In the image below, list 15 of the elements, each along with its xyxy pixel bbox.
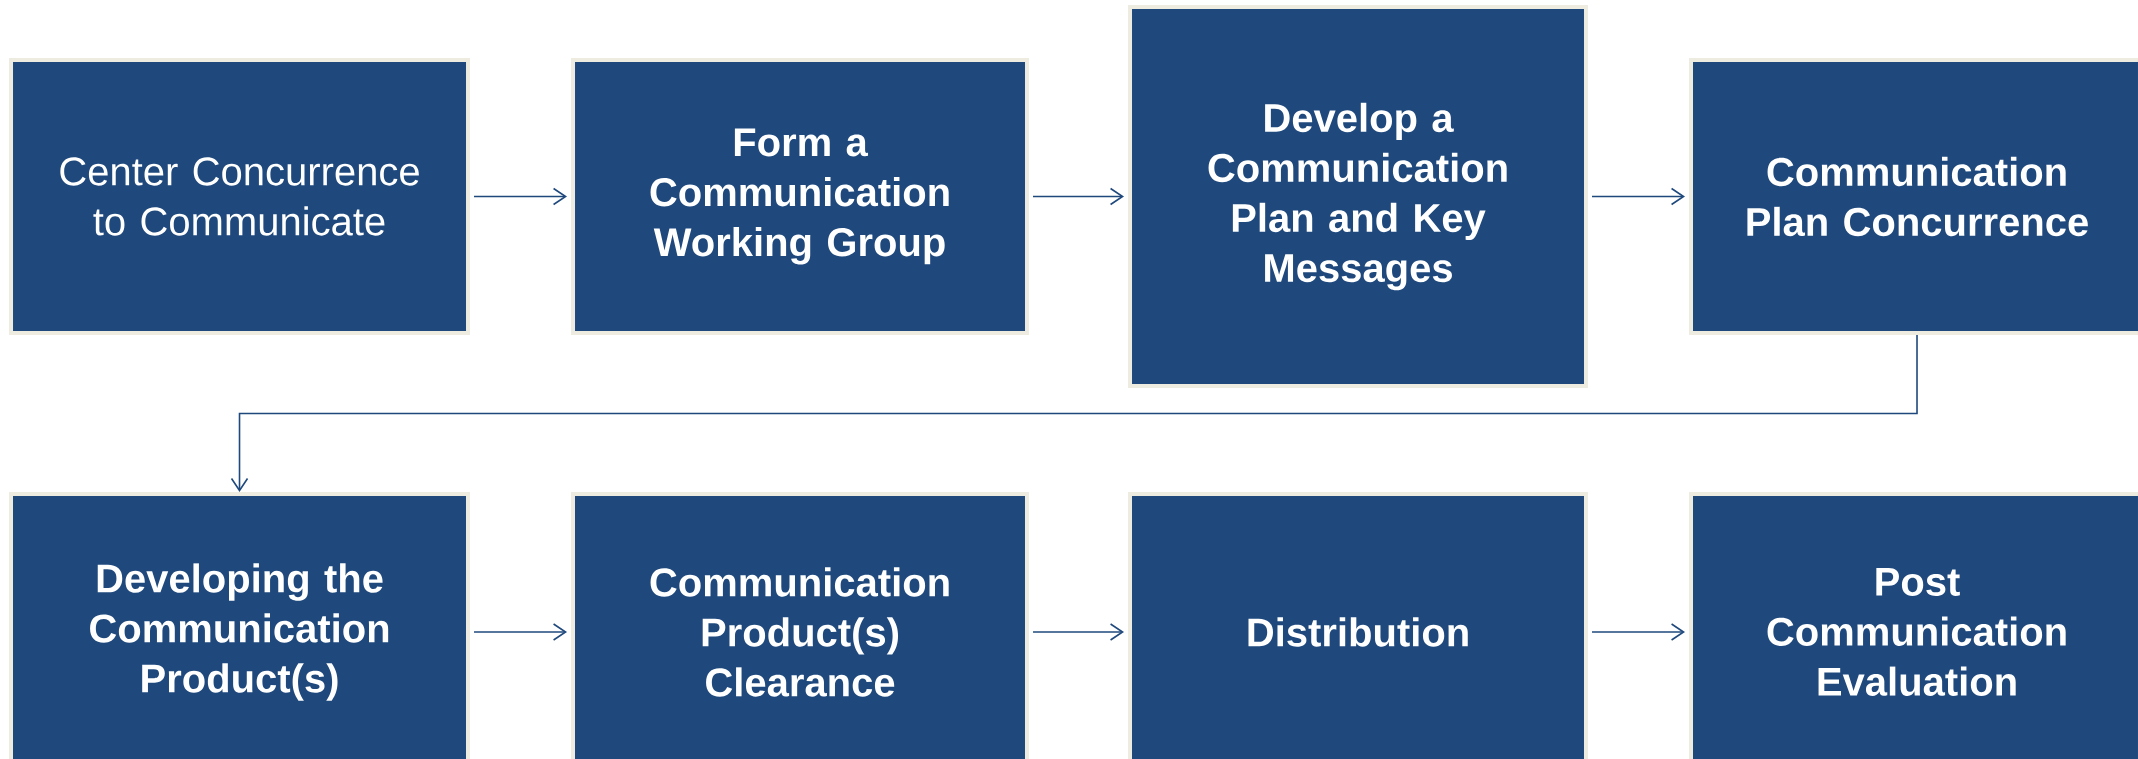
process-box: Form a Communication Working Group xyxy=(571,58,1029,335)
arrow xyxy=(1591,623,1685,641)
process-box: Distribution xyxy=(1128,492,1588,759)
process-box: Center Concurrence to Communicate xyxy=(9,58,470,335)
process-box: Communication Plan Concurrence xyxy=(1689,58,2138,335)
arrow xyxy=(1032,623,1124,641)
arrow xyxy=(473,187,567,206)
process-box: Develop a Communication Plan and Key Messages xyxy=(1128,5,1588,388)
arrow xyxy=(1591,187,1685,206)
arrow xyxy=(1032,187,1124,206)
arrow xyxy=(473,623,567,641)
process-box: Developing the Communication Product(s) xyxy=(9,492,470,759)
process-box: Communication Product(s) Clearance xyxy=(571,492,1029,759)
arrow xyxy=(230,334,1918,492)
process-box: Post Communication Evaluation xyxy=(1689,492,2138,759)
